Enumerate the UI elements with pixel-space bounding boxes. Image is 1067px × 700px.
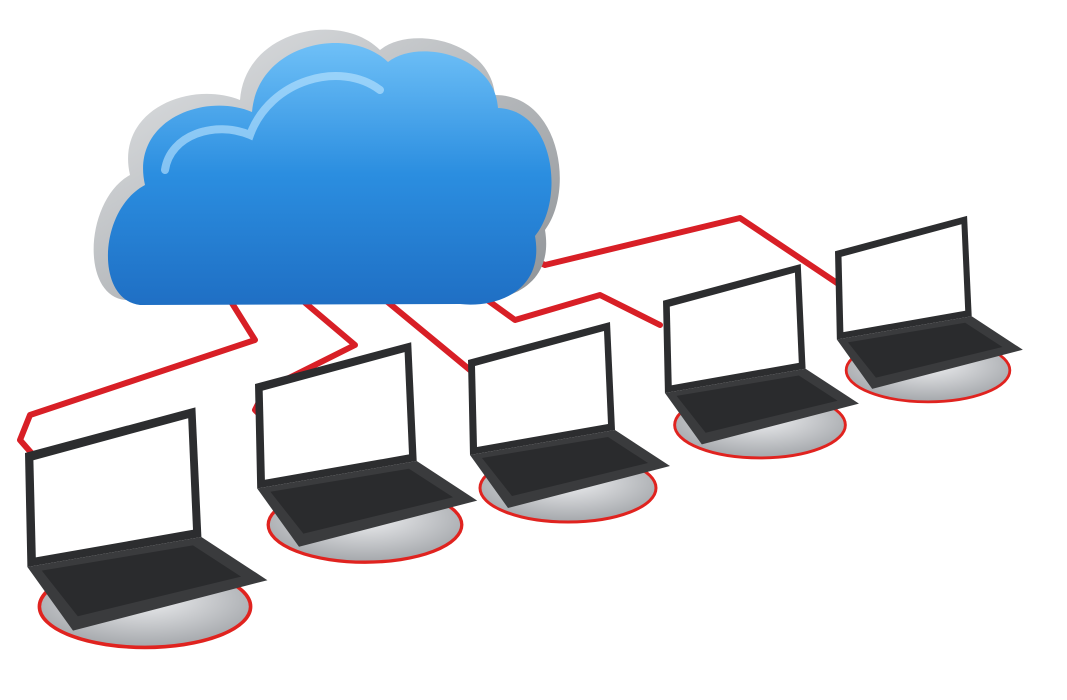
laptop-3 (466, 320, 672, 524)
cloud-icon (93, 29, 560, 305)
laptop-2 (253, 340, 479, 564)
laptop-1 (23, 405, 270, 650)
laptop-5 (833, 214, 1025, 404)
laptop-4 (661, 262, 861, 460)
